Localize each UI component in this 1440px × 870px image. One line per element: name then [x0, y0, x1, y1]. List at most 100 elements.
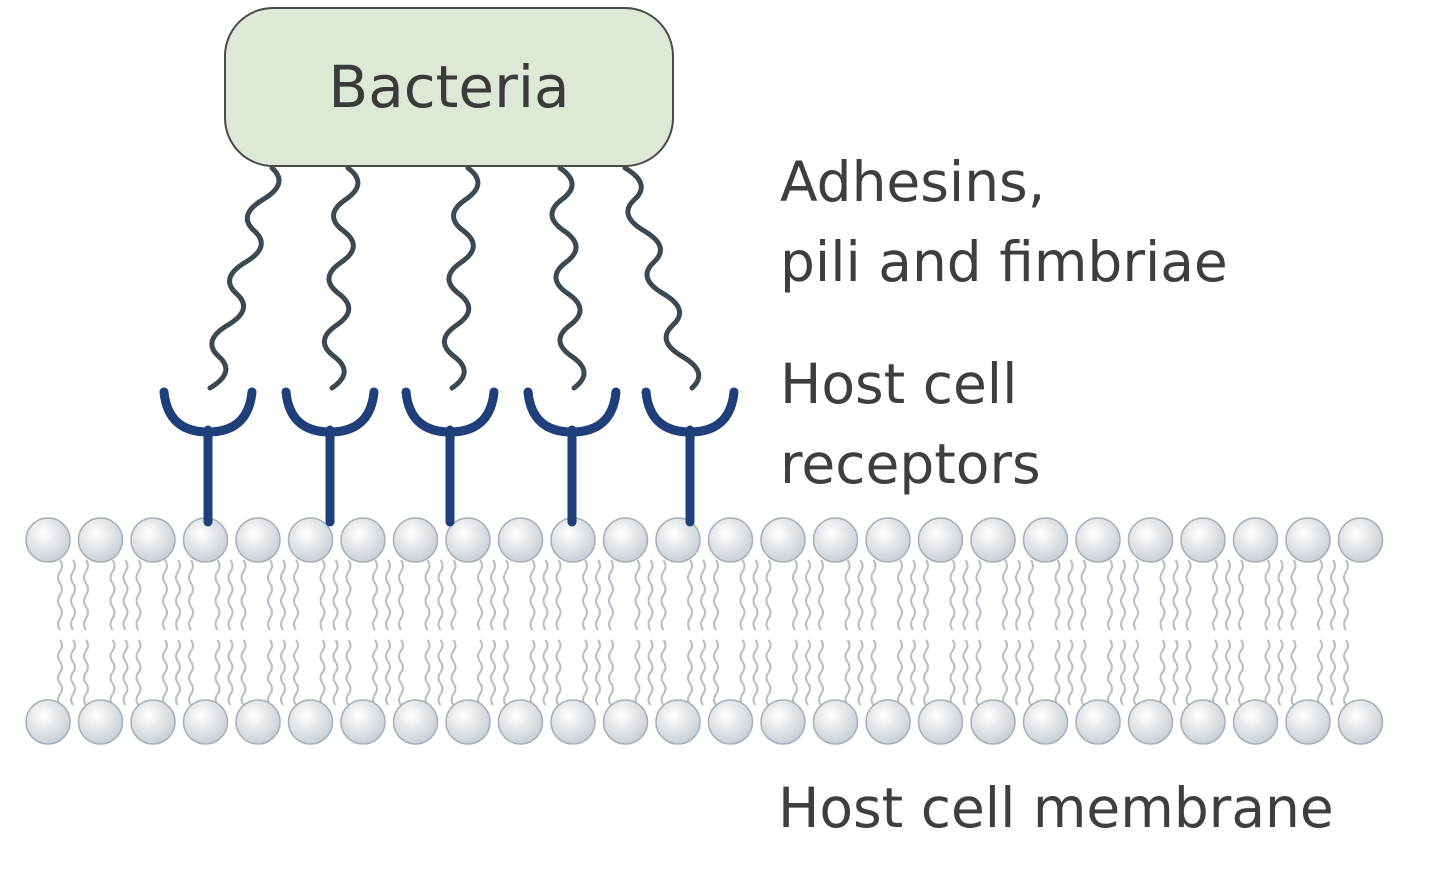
pilus: [321, 165, 361, 391]
lipid-tail: [227, 559, 234, 631]
lipid-tail: [162, 639, 168, 706]
lipid-tail: [1185, 559, 1192, 631]
lipid-tail: [267, 639, 273, 706]
lipid-tail: [582, 559, 588, 631]
outer-lipid-head: [497, 517, 544, 563]
pili: [207, 165, 702, 391]
lipid-tail: [752, 639, 759, 706]
lipid-tail: [175, 639, 181, 706]
lipid-tail: [162, 559, 168, 631]
phospholipid-heads: [25, 517, 1384, 745]
lipid-tail: [1067, 559, 1074, 631]
lipid-tail: [503, 559, 509, 631]
lipid-tail: [1080, 639, 1087, 706]
lipid-tail: [897, 639, 903, 706]
lipid-tail: [660, 639, 667, 706]
lipid-tail: [1002, 559, 1008, 631]
adhesins-label-line-1: Adhesins,: [780, 150, 1046, 214]
lipid-tail: [713, 559, 719, 631]
lipid-tail: [857, 639, 864, 706]
inner-lipid-head: [1285, 699, 1331, 745]
receptors-label-line-2: receptors: [780, 432, 1041, 496]
lipid-tail: [372, 559, 378, 631]
lipid-tail: [1002, 639, 1008, 706]
bacteria-cell: [224, 7, 674, 167]
host-cell-receptor: [401, 387, 499, 527]
outer-lipid-head: [77, 517, 124, 563]
lipid-tail: [765, 639, 772, 706]
lipid-tail: [437, 559, 444, 631]
lipid-tail: [227, 639, 234, 706]
lipid-tail: [385, 639, 391, 706]
lipid-tails: [57, 559, 1349, 706]
lipid-tail: [1159, 639, 1166, 706]
outer-lipid-head: [865, 517, 911, 563]
inner-lipid-head: [760, 699, 806, 745]
lipid-tail: [818, 639, 824, 706]
lipid-tail: [293, 639, 299, 706]
host-cell-receptor: [281, 387, 379, 527]
inner-lipid-head: [235, 699, 281, 745]
inner-lipid-head: [970, 699, 1016, 745]
pilus: [622, 165, 702, 391]
lipid-tail: [490, 639, 496, 706]
lipid-tail: [319, 559, 326, 631]
lipid-tail: [962, 639, 969, 706]
lipid-tail: [1185, 639, 1192, 706]
inner-lipid-head: [25, 699, 71, 745]
inner-lipid-head: [287, 699, 334, 745]
lipid-tail: [135, 639, 142, 706]
outer-lipid-head: [1022, 517, 1069, 563]
lipid-tail: [70, 639, 76, 706]
lipid-tail: [713, 639, 719, 706]
lipid-tail: [634, 639, 641, 706]
inner-lipid-head: [1075, 699, 1121, 745]
lipid-tail: [319, 639, 326, 706]
lipid-tail: [1343, 639, 1349, 706]
outer-lipid-head: [287, 517, 334, 563]
lipid-tail: [660, 559, 667, 631]
lipid-tail: [1080, 559, 1087, 631]
lipid-tail: [1054, 559, 1061, 631]
inner-lipid-head: [1232, 699, 1279, 745]
lipid-tail: [1264, 639, 1271, 706]
lipid-tail: [57, 559, 63, 631]
lipid-tail: [739, 639, 746, 706]
inner-lipid-head: [445, 699, 491, 745]
inner-lipid-head: [550, 699, 596, 745]
lipid-tail: [700, 639, 706, 706]
host-cell-receptors: [159, 387, 739, 527]
lipid-tail: [240, 639, 247, 706]
lipid-tail: [647, 559, 654, 631]
outer-lipid-head: [760, 517, 806, 563]
host-cell-receptor: [523, 387, 621, 527]
inner-lipid-head: [1127, 699, 1174, 745]
lipid-tail: [595, 559, 601, 631]
outer-lipid-head: [445, 517, 491, 563]
lipid-tail: [1054, 639, 1061, 706]
lipid-tail: [1120, 639, 1126, 706]
inner-lipid-head: [865, 699, 911, 745]
outer-lipid-head: [392, 517, 439, 563]
inner-lipid-head: [1337, 699, 1384, 745]
lipid-tail: [975, 639, 982, 706]
lipid-tail: [1290, 639, 1297, 706]
outer-lipid-head: [812, 517, 859, 563]
lipid-tail: [332, 639, 339, 706]
outer-lipid-head: [1127, 517, 1174, 563]
lipid-tail: [1107, 639, 1113, 706]
receptors-label-line-1: Host cell: [780, 352, 1018, 416]
outer-lipid-head: [1232, 517, 1279, 563]
lipid-tail: [870, 559, 877, 631]
outer-lipid-head: [1285, 517, 1331, 563]
inner-lipid-head: [1022, 699, 1069, 745]
membrane-label: Host cell membrane: [778, 776, 1334, 840]
inner-lipid-head: [707, 699, 754, 745]
lipid-tail: [634, 559, 641, 631]
lipid-tail: [529, 639, 536, 706]
inner-lipid-head: [1180, 699, 1226, 745]
lipid-tail: [542, 639, 549, 706]
lipid-tail: [608, 639, 614, 706]
inner-lipid-head: [602, 699, 649, 745]
outer-lipid-head: [130, 517, 176, 563]
